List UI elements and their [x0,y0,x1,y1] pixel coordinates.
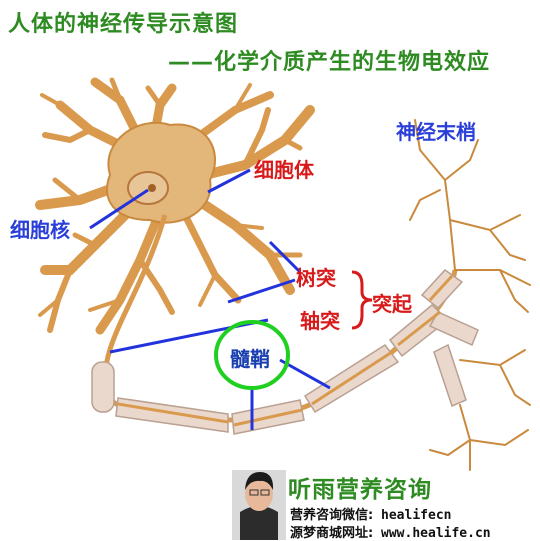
wechat-value: healifecn [381,508,452,523]
bracket-shape [351,270,373,330]
label-dendrite: 树突 [296,266,336,290]
site-label: 源梦商城网址: [290,526,374,541]
wechat-label: 营养咨询微信: [290,508,374,523]
label-axon: 轴突 [300,309,340,333]
label-nerve-ending: 神经末梢 [396,120,476,144]
brand-name: 听雨营养咨询 [288,477,432,503]
avatar [232,470,286,540]
diagram-subtitle: ——化学介质产生的生物电效应 [168,50,491,75]
label-nucleus: 细胞核 [10,218,70,242]
brand-wechat: 营养咨询微信: healifecn [290,504,451,523]
site-value: www.healife.cn [381,526,491,541]
axon-shape [91,214,479,435]
myelin-highlight-circle [214,320,290,390]
nerve-ending-branches [409,119,531,471]
label-process: 突起 [372,292,412,316]
brand-site: 源梦商城网址: www.healife.cn [290,522,491,541]
label-myelin: 髓鞘 [230,347,270,371]
label-cell-body: 细胞体 [254,158,314,182]
diagram-title: 人体的神经传导示意图 [8,12,239,37]
